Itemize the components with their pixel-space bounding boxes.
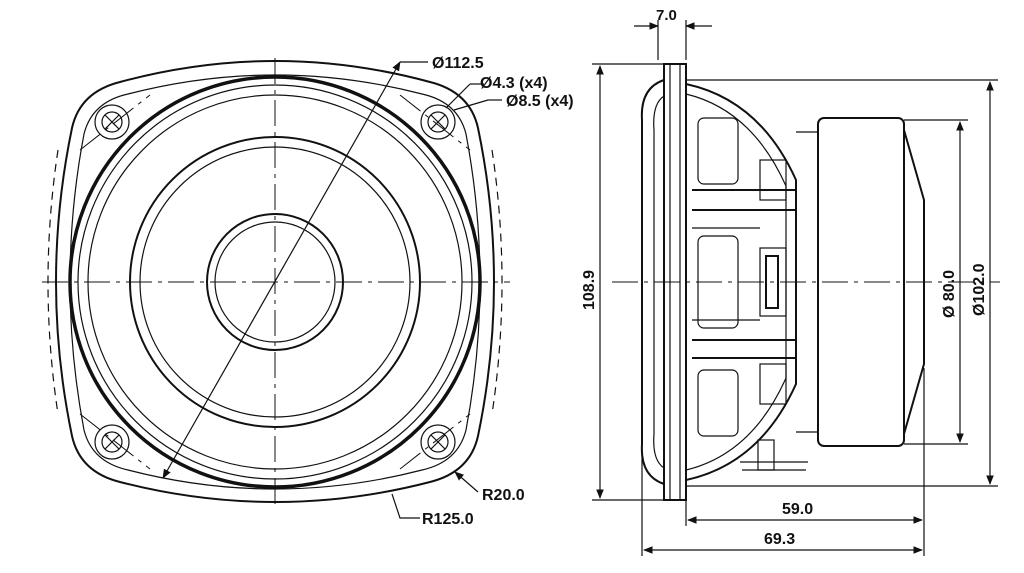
hole-centerline-tl bbox=[79, 94, 151, 151]
dim-magnet-outer: Ø102.0 bbox=[971, 263, 988, 316]
side-flange-plate bbox=[663, 63, 687, 501]
hole-centerline-tr bbox=[399, 94, 471, 151]
hole-centerline-bl bbox=[79, 413, 151, 470]
front-flange-outline bbox=[55, 60, 495, 503]
dim-depth-total: 69.3 bbox=[764, 531, 795, 548]
hole-centerline-br bbox=[399, 413, 471, 470]
dim-hole-large: Ø8.5 (x4) bbox=[506, 93, 574, 110]
basket-window-bottom bbox=[697, 369, 739, 437]
side-terminal-tab bbox=[740, 439, 808, 471]
mounting-hole-top-right bbox=[420, 104, 456, 140]
diameter-leader-line bbox=[162, 61, 401, 479]
side-view: 7.0 108.9 Ø 80.0 Ø102.0 59.0 69.3 bbox=[581, 7, 1000, 556]
dim-hole-small: Ø4.3 (x4) bbox=[480, 75, 548, 92]
mounting-hole-bottom-right bbox=[420, 424, 456, 460]
basket-window-top bbox=[697, 117, 739, 185]
dim-outer-diameter: Ø112.5 bbox=[432, 55, 484, 72]
front-view: Ø112.5 Ø4.3 (x4) Ø8.5 (x4) R20.0 R125.0 bbox=[42, 55, 574, 528]
dim-corner-radius: R20.0 bbox=[482, 487, 525, 504]
side-magnet bbox=[817, 117, 905, 447]
flange-radius-arc-right bbox=[491, 149, 503, 415]
mounting-hole-top-left bbox=[94, 104, 130, 140]
side-surround bbox=[640, 79, 665, 485]
dim-flange-thickness: 7.0 bbox=[656, 7, 677, 24]
dim-depth-body: 59.0 bbox=[782, 501, 813, 518]
side-basket-outline bbox=[685, 83, 797, 481]
dim-magnet-inner: Ø 80.0 bbox=[941, 270, 958, 318]
basket-window-middle bbox=[697, 235, 739, 329]
dim-flange-radius: R125.0 bbox=[422, 511, 474, 528]
dim-total-height: 108.9 bbox=[581, 270, 598, 310]
mounting-hole-bottom-left bbox=[94, 424, 130, 460]
